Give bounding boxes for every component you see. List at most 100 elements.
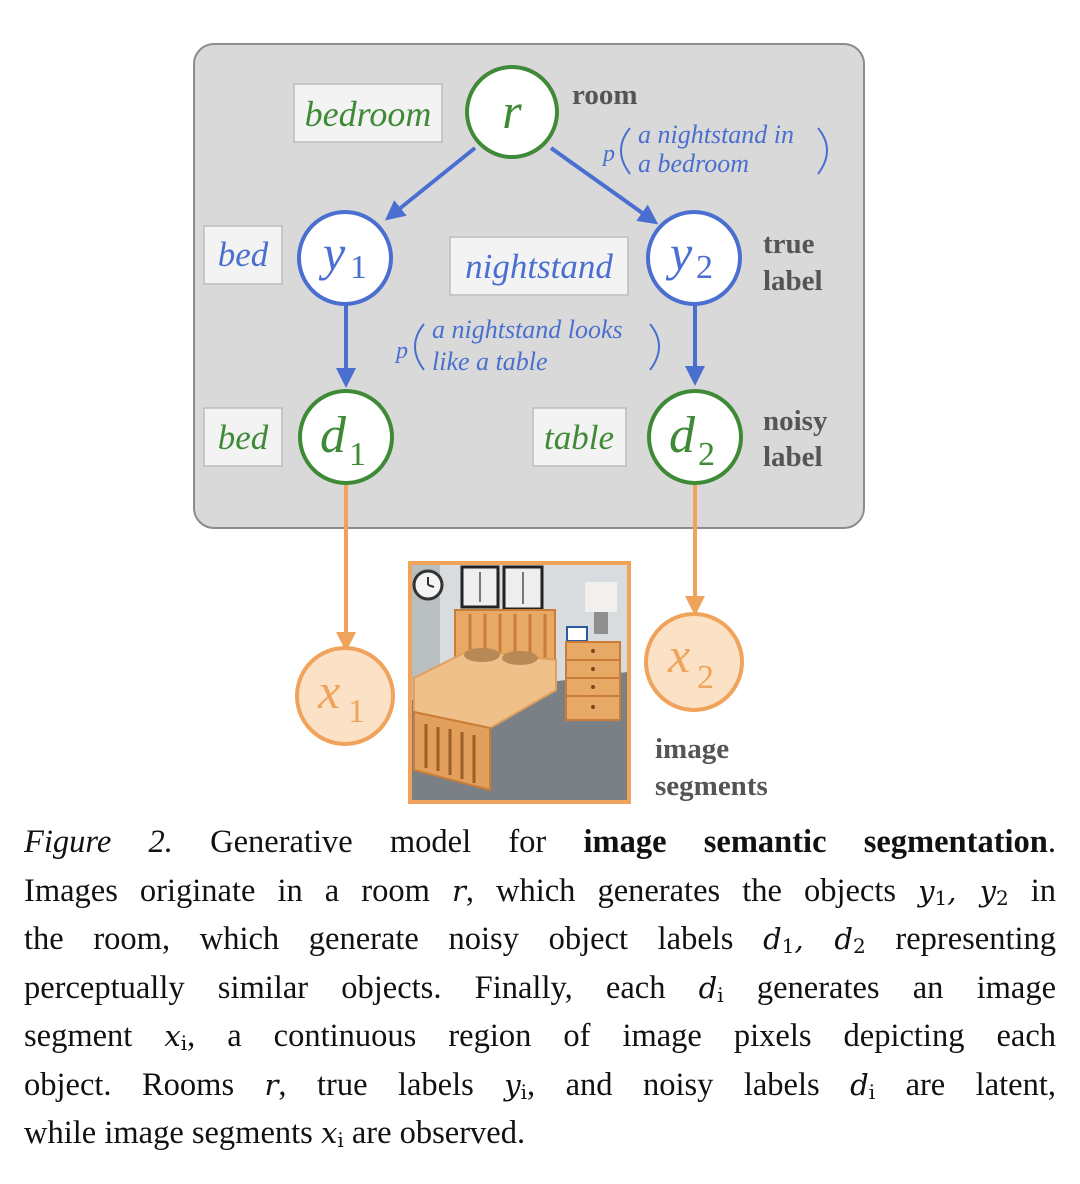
caption-text-5: representing <box>895 921 1057 957</box>
caption-text-15: are observed. <box>351 1115 526 1151</box>
node-d1-subscript: 1 <box>349 436 366 473</box>
node-x1-label: x <box>317 663 340 719</box>
node-y2 <box>646 210 742 306</box>
node-x2 <box>644 612 744 712</box>
caption-period: . <box>1047 824 1056 860</box>
caption-text-12: , and noisy labels <box>527 1066 820 1103</box>
label-image-segments-line2: segments <box>655 770 768 802</box>
caption-line-3: the room, which generate noisy object la… <box>24 915 1056 964</box>
node-r-label: r <box>502 83 522 139</box>
caption-text-10: object. Rooms <box>24 1066 235 1103</box>
caption-math: r <box>451 873 466 908</box>
word-bed-true: bed <box>218 235 269 274</box>
label-image-segments-line1: image <box>655 733 729 765</box>
word-box-bed-true <box>203 225 283 285</box>
prob-room-annotation: p a nightstand in a bedroom <box>601 120 828 178</box>
caption-text-2: , which generates the objects <box>465 872 897 909</box>
caption-text-13: are latent, <box>905 1066 1056 1103</box>
photo-footboard <box>413 710 491 792</box>
caption-text-4: the room, which generate noisy object la… <box>24 921 734 957</box>
photo-knob-4 <box>591 705 595 709</box>
caption-text: Images originate in a room <box>24 872 430 909</box>
caption-text-9: , a continuous region of image pixels de… <box>187 1018 1056 1054</box>
caption-text-3: in <box>1030 872 1057 909</box>
caption-text-11: , true labels <box>278 1066 474 1103</box>
photo-lamp-shade <box>585 582 617 612</box>
caption-figure-label: Figure 2. <box>24 824 173 860</box>
caption-line-1: Figure 2. Generative model for image sem… <box>24 818 1056 867</box>
node-d1-label: d <box>320 407 347 464</box>
prob-room-right-paren <box>817 127 828 175</box>
edge-r-y2 <box>549 146 659 225</box>
caption-line-2: Images originate in a room r, which gene… <box>24 867 1056 916</box>
node-d2 <box>647 389 743 485</box>
node-x1 <box>295 646 395 746</box>
word-table: table <box>544 418 614 457</box>
photo-clock-hand-2 <box>427 584 435 588</box>
photo-sign <box>566 626 588 642</box>
photo-knob-2 <box>591 667 595 671</box>
node-x2-label: x <box>667 627 690 683</box>
prob-confusion-right-paren <box>649 323 660 371</box>
caption-math-6: r <box>264 1067 279 1102</box>
prob-room-p: p <box>601 141 615 167</box>
node-y1 <box>297 210 393 306</box>
prob-confusion-p: p <box>394 338 408 364</box>
label-true-line2: label <box>763 265 823 297</box>
caption-math-7: yi <box>504 1067 528 1104</box>
word-bed-noisy: bed <box>218 418 269 457</box>
caption-math-3: d1, d2 <box>763 922 866 958</box>
prob-room-line1: a nightstand in <box>638 120 794 149</box>
label-noisy-line1: noisy <box>763 405 828 437</box>
prob-confusion-left-paren <box>414 323 425 371</box>
prob-room-line2: a bedroom <box>638 149 749 178</box>
caption-math-4: di <box>698 970 724 1007</box>
word-box-nightstand <box>449 236 629 296</box>
word-box-table <box>532 407 627 467</box>
node-r <box>465 65 559 159</box>
edge-r-y1 <box>384 146 477 221</box>
photo-pillow <box>464 648 500 662</box>
figure-caption: Figure 2. Generative model for image sem… <box>24 818 1056 1158</box>
label-noisy-line2: label <box>763 441 823 473</box>
word-box-bed-noisy <box>203 407 283 467</box>
node-x2-subscript: 2 <box>697 659 714 696</box>
photo-lamp-base <box>594 612 608 634</box>
caption-math-9: xi <box>320 1116 344 1152</box>
caption-line-4: perceptually similar objects. Finally, e… <box>24 964 1056 1013</box>
node-y1-label: y <box>318 225 346 281</box>
caption-math-5: xi <box>164 1019 188 1055</box>
label-room: room <box>572 79 638 111</box>
label-true-line1: true <box>763 228 815 260</box>
prob-confusion-line1: a nightstand looks <box>432 315 623 344</box>
caption-math-8: di <box>850 1067 876 1104</box>
node-d2-label: d <box>669 407 696 464</box>
photo-knob-3 <box>591 685 595 689</box>
node-d1 <box>298 389 394 485</box>
generative-model-diagram: r y 1 y 2 d 1 d 2 x 1 x 2 bedroom bed ni… <box>193 43 865 804</box>
caption-math-2: y1, y2 <box>918 873 1009 910</box>
caption-text-8: segment <box>24 1018 133 1054</box>
caption-text-7: generates an image <box>756 969 1057 1006</box>
word-nightstand: nightstand <box>465 247 613 286</box>
caption-text-6: perceptually similar objects. Finally, e… <box>24 969 666 1006</box>
photo-pillow-2 <box>502 651 538 665</box>
node-x1-subscript: 1 <box>348 693 365 730</box>
node-y1-subscript: 1 <box>350 249 367 286</box>
caption-bold-title: image semantic segmentation <box>583 824 1048 860</box>
prob-room-left-paren <box>620 127 631 175</box>
caption-text-14: while image segments <box>24 1115 313 1151</box>
caption-intro: Generative model for <box>210 824 547 860</box>
prob-confusion-line2: like a table <box>432 347 548 376</box>
node-d2-subscript: 2 <box>698 436 715 473</box>
photo-knob <box>591 649 595 653</box>
word-bedroom: bedroom <box>305 94 432 134</box>
word-box-bedroom <box>293 83 443 143</box>
node-y2-subscript: 2 <box>696 249 713 286</box>
caption-line-6: object. Rooms r, true labels yi, and noi… <box>24 1061 1056 1110</box>
caption-line-7: while image segments xi are observed. <box>24 1109 1056 1158</box>
node-y2-label: y <box>665 225 693 281</box>
bedroom-photo <box>408 561 631 804</box>
prob-confusion-annotation: p a nightstand looks like a table <box>394 315 660 376</box>
caption-line-5: segment xi, a continuous region of image… <box>24 1012 1056 1061</box>
